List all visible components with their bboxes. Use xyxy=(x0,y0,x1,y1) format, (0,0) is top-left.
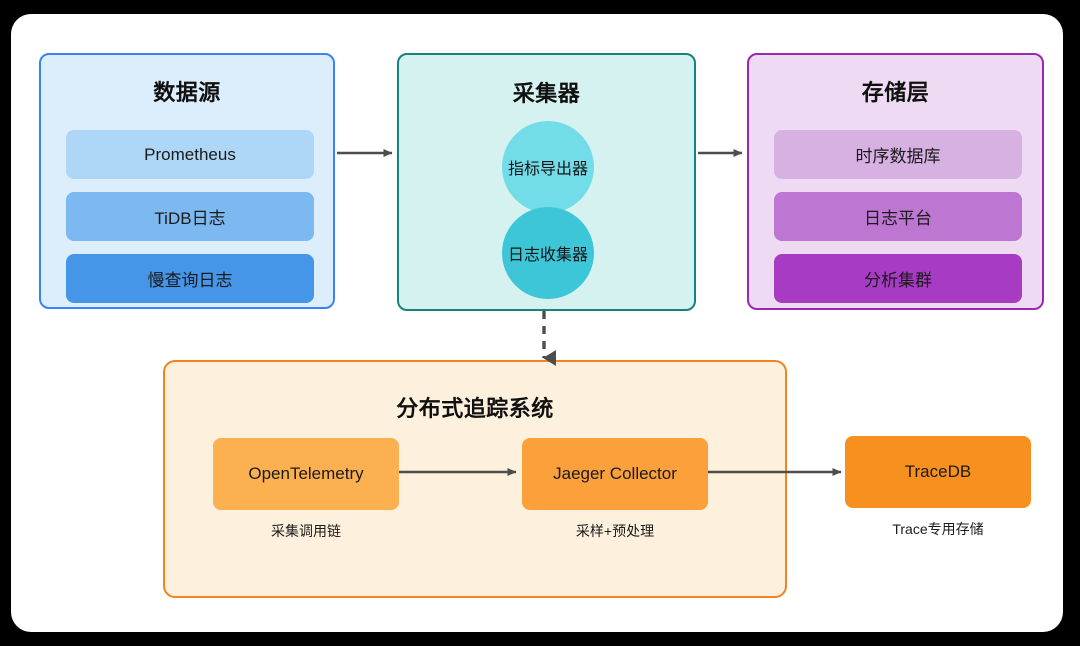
storage-item-analytics-cluster[interactable]: 分析集群 xyxy=(774,254,1022,303)
panel-collector-title: 采集器 xyxy=(512,81,581,106)
storage-item-log-platform[interactable]: 日志平台 xyxy=(774,192,1022,241)
panel-data-source-title: 数据源 xyxy=(153,80,221,105)
panel-collector[interactable]: 采集器 指标导出器 日志收集器 xyxy=(397,53,696,311)
diagram-canvas: 数据源 Prometheus TiDB日志 慢查询日志 采集器 指标导出器 日志… xyxy=(11,14,1063,632)
tracing-caption-jaeger-collector: 采样+预处理 xyxy=(575,523,655,539)
tracing-node-opentelemetry[interactable]: OpenTelemetry xyxy=(213,438,399,510)
tracing-node-tracedb[interactable]: TraceDB xyxy=(845,436,1031,508)
data-source-item-prometheus[interactable]: Prometheus xyxy=(66,130,314,179)
panel-data-source[interactable]: 数据源 Prometheus TiDB日志 慢查询日志 xyxy=(39,53,335,309)
tracing-caption-opentelemetry: 采集调用链 xyxy=(271,523,341,539)
storage-item-timeseries-db[interactable]: 时序数据库 xyxy=(774,130,1022,179)
collector-node-metrics-exporter[interactable]: 指标导出器 xyxy=(502,121,594,213)
panel-distributed-tracing[interactable]: 分布式追踪系统 OpenTelemetry 采集调用链 Jaeger Colle… xyxy=(163,360,787,598)
data-source-item-slow-query-log[interactable]: 慢查询日志 xyxy=(66,254,314,303)
tracing-caption-tracedb: Trace专用存储 xyxy=(892,521,984,537)
data-source-item-tidb-log[interactable]: TiDB日志 xyxy=(66,192,314,241)
panel-storage-layer[interactable]: 存储层 时序数据库 日志平台 分析集群 xyxy=(747,53,1044,310)
panel-storage-layer-title: 存储层 xyxy=(861,80,930,105)
panel-distributed-tracing-title: 分布式追踪系统 xyxy=(396,396,554,421)
tracing-node-jaeger-collector[interactable]: Jaeger Collector xyxy=(522,438,708,510)
collector-node-log-collector[interactable]: 日志收集器 xyxy=(502,207,594,299)
